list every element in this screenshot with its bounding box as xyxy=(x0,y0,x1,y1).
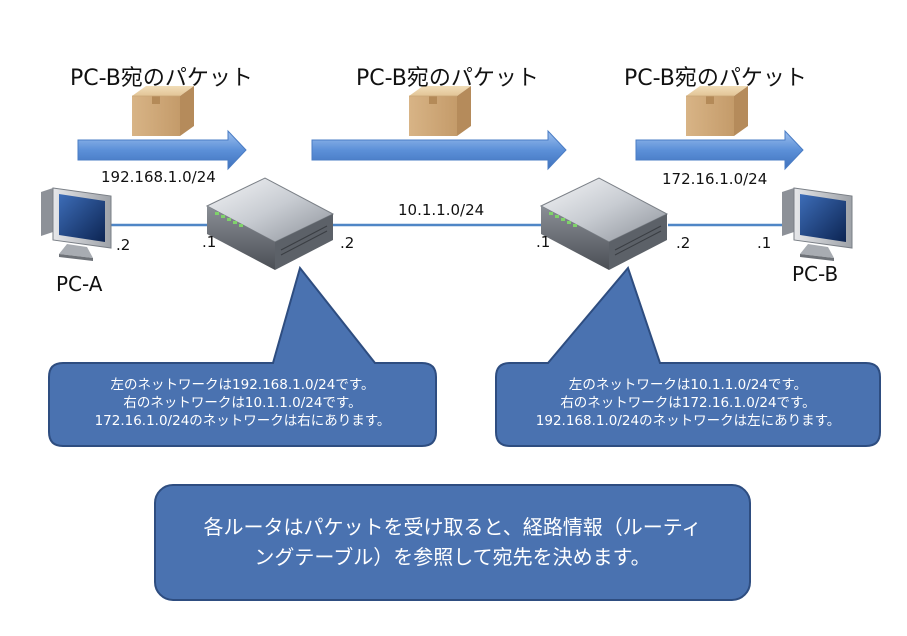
packet-label-1: PC-B宛のパケット xyxy=(70,66,253,91)
port-label-pc-b: .1 xyxy=(757,234,772,252)
port-label-router2-right: .2 xyxy=(676,234,691,252)
callout-line: 右のネットワークは10.1.1.0/24です。 xyxy=(123,395,362,411)
host-label-pc-b: PC-B xyxy=(792,262,839,286)
network-label-right: 172.16.1.0/24 xyxy=(662,170,768,188)
flow-arrow-3 xyxy=(635,129,804,171)
router-icon xyxy=(539,177,669,270)
packet-box-icon xyxy=(132,86,194,136)
packet-box-icon xyxy=(409,86,471,136)
router-icon xyxy=(205,177,335,270)
computer-icon xyxy=(41,187,112,261)
callout-line: 192.168.1.0/24のネットワークは左にあります。 xyxy=(535,413,841,429)
network-label-left: 192.168.1.0/24 xyxy=(101,168,216,186)
summary-line: ングテーブル）を参照して宛先を決めます。 xyxy=(254,545,651,569)
flow-arrow-2 xyxy=(311,129,567,171)
summary-line: 各ルータはパケットを受け取ると、経路情報（ルーティ xyxy=(203,515,702,539)
host-label-pc-a: PC-A xyxy=(56,272,103,296)
port-label-router1-left: .1 xyxy=(202,233,217,251)
network-label-middle: 10.1.1.0/24 xyxy=(398,201,485,219)
computer-icon xyxy=(782,187,853,261)
callout-line: 左のネットワークは10.1.1.0/24です。 xyxy=(568,377,808,393)
port-label-router1-right: .2 xyxy=(340,234,355,252)
callout-text-router2: 左のネットワークは10.1.1.0/24です。 右のネットワークは172.16.… xyxy=(496,376,880,430)
summary-box xyxy=(154,484,751,601)
packet-label-2: PC-B宛のパケット xyxy=(356,66,539,91)
callout-line: 172.16.1.0/24のネットワークは右にあります。 xyxy=(94,413,391,429)
flow-arrow-1 xyxy=(77,129,247,171)
port-label-router2-left: .1 xyxy=(536,233,551,251)
summary-text: 各ルータはパケットを受け取ると、経路情報（ルーティ ングテーブル）を参照して宛先… xyxy=(155,512,750,572)
callout-text-router1: 左のネットワークは192.168.1.0/24です。 右のネットワークは10.1… xyxy=(49,376,436,430)
port-label-pc-a: .2 xyxy=(116,236,131,254)
callout-line: 右のネットワークは172.16.1.0/24です。 xyxy=(560,395,816,411)
packet-box-icon xyxy=(686,86,748,136)
packet-label-3: PC-B宛のパケット xyxy=(624,66,807,91)
callout-bubble-router2 xyxy=(495,265,881,447)
callout-bubble-router1 xyxy=(48,265,437,447)
callout-line: 左のネットワークは192.168.1.0/24です。 xyxy=(110,377,375,393)
